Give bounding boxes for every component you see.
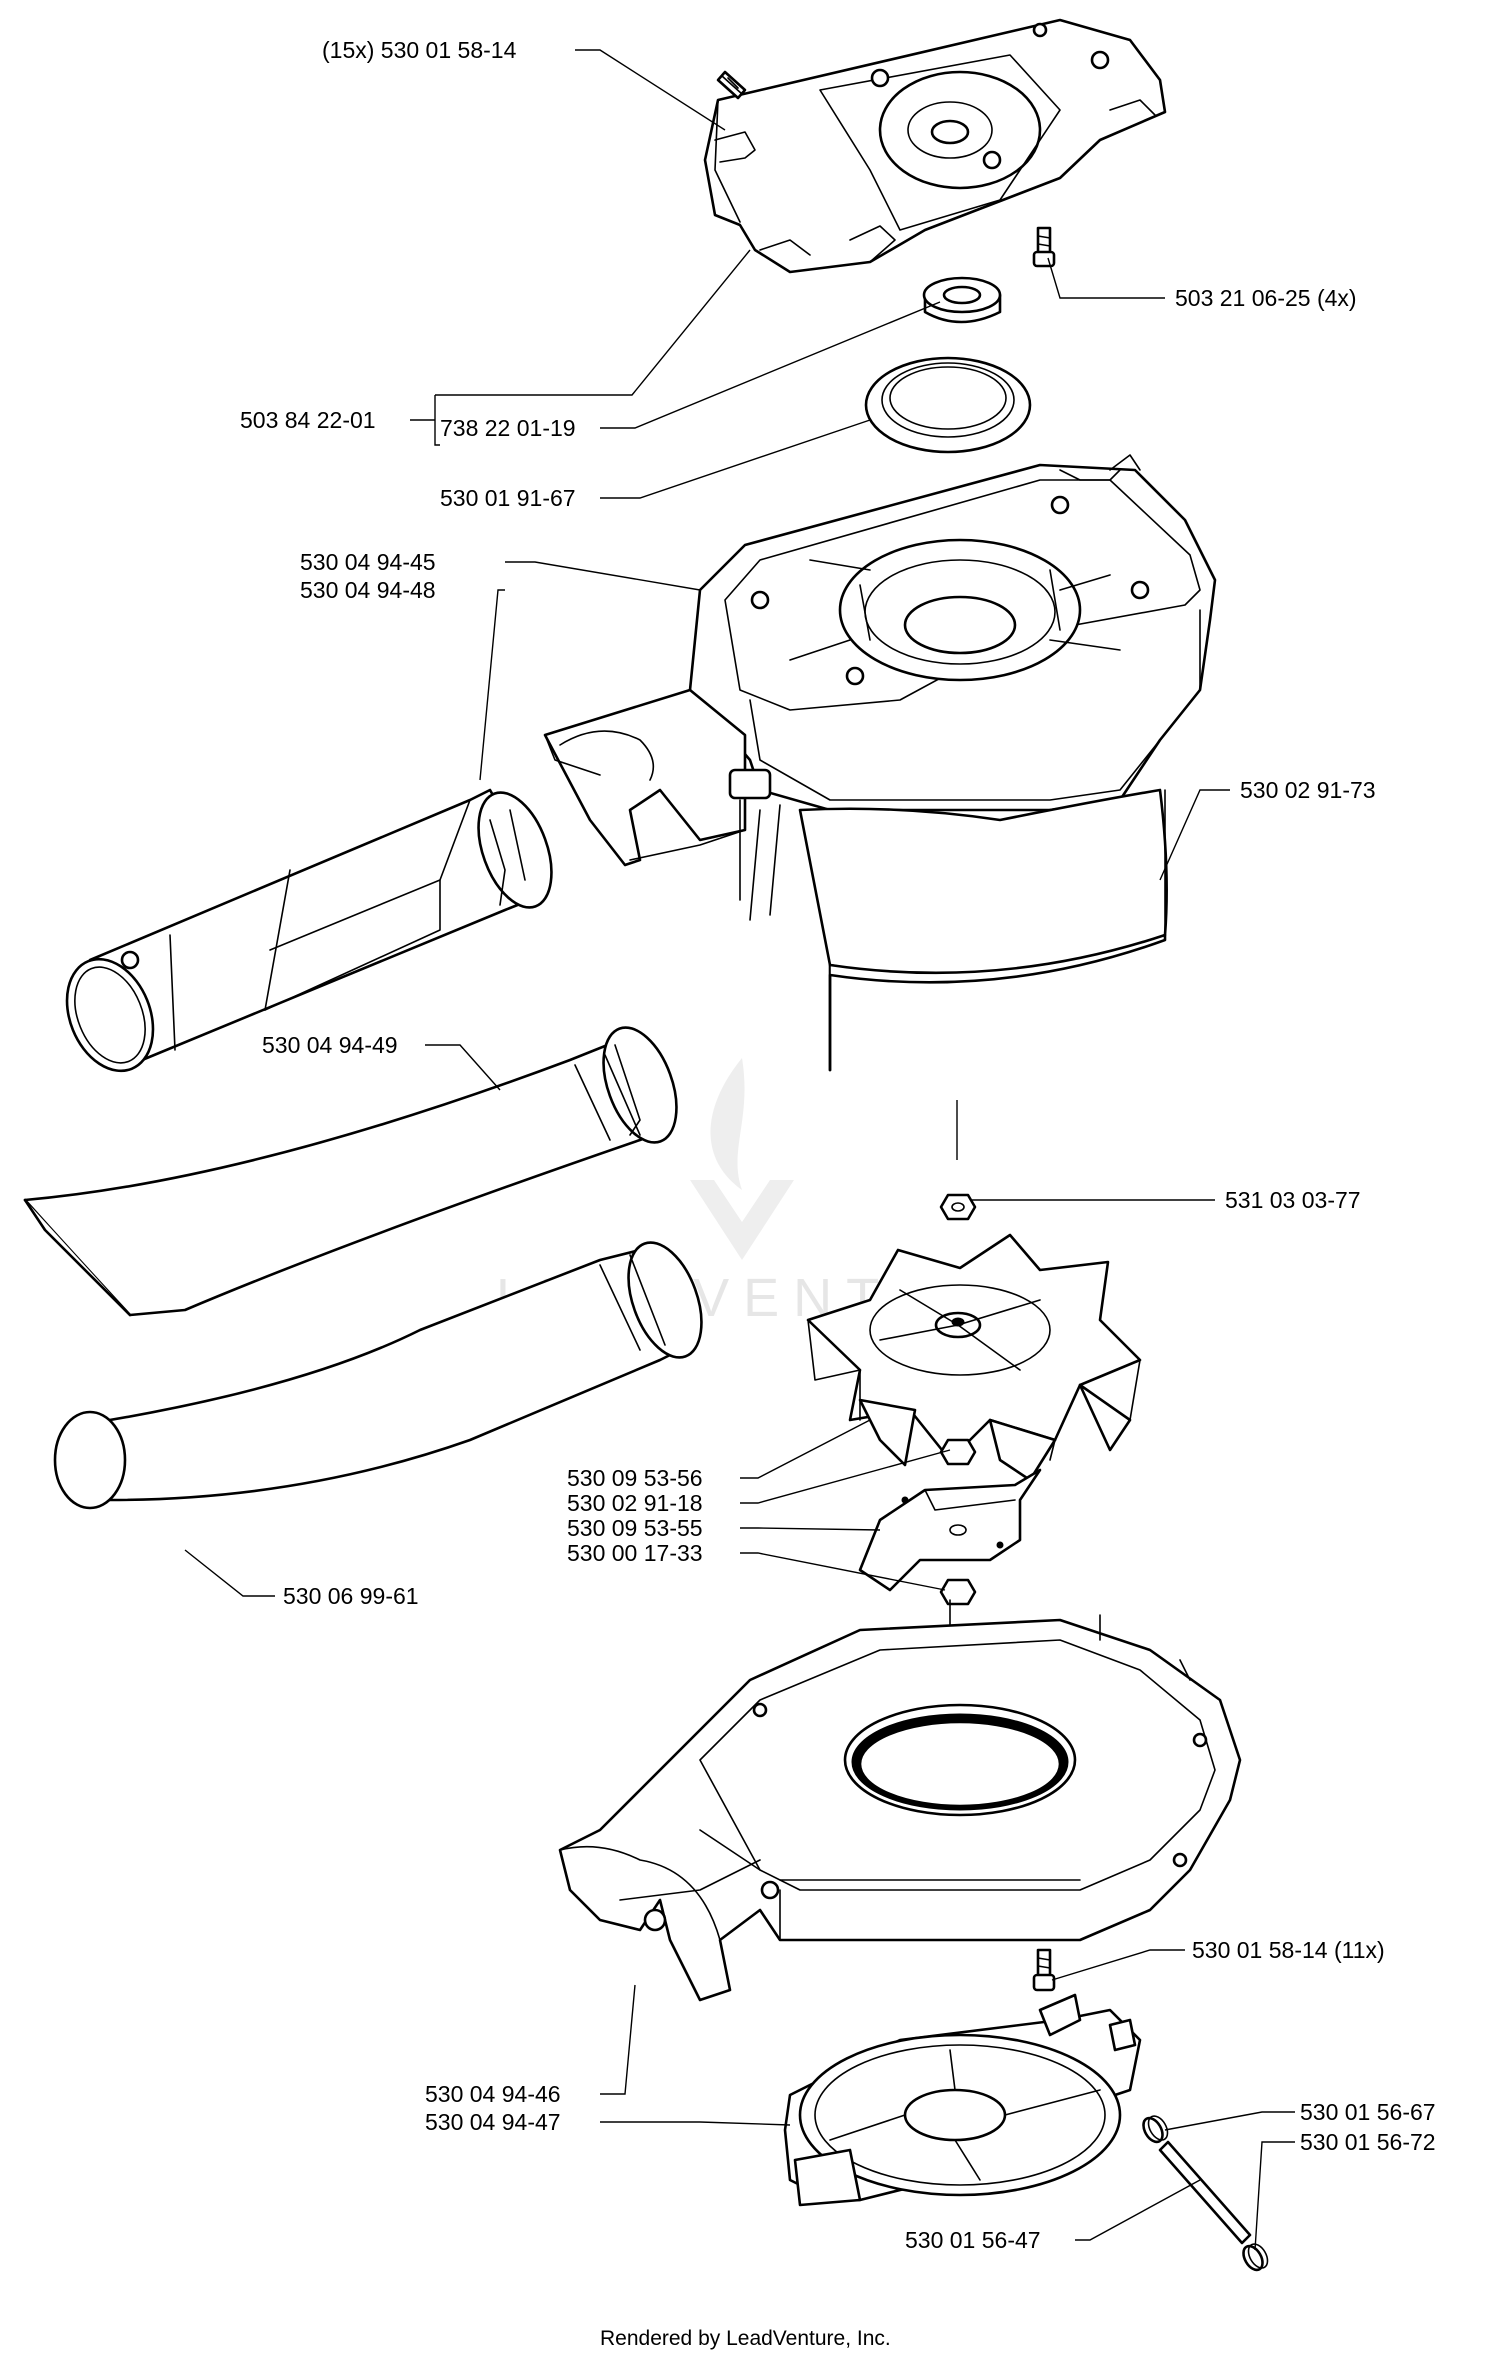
seal-ring (864, 356, 1032, 454)
label-blade-nut: 530 00 17-33 (567, 1540, 703, 1566)
label-round-nozzle: 530 06 99-61 (283, 1583, 419, 1609)
flat-nozzle (23, 1026, 678, 1317)
blower-tube (65, 788, 553, 1073)
leader-lines (184, 49, 1295, 2251)
label-impeller: 530 09 53-56 (567, 1465, 703, 1491)
spring (1142, 2115, 1169, 2144)
label-debris-shield: 530 02 91-73 (1240, 777, 1376, 803)
label-seal-ring: 530 01 91-67 (440, 485, 576, 511)
label-housing-lower-a: 530 04 94-46 (425, 2081, 561, 2107)
label-cover-screw: 503 21 06-25 (4x) (1175, 285, 1357, 311)
label-bearing: 738 22 01-19 (440, 415, 576, 441)
debris-shield (798, 788, 1168, 1072)
round-nozzle (53, 1241, 703, 1510)
label-housing-lower-b: 530 04 94-47 (425, 2109, 561, 2135)
label-housing-screw: 530 01 58-14 (11x) (1192, 1937, 1385, 1963)
label-bearing-kit: 503 84 22-01 (240, 407, 376, 433)
label-pin: 530 01 56-47 (905, 2227, 1041, 2253)
impeller-nut (939, 1193, 977, 1221)
shredder-blade (858, 1468, 1042, 1592)
credit-text: Rendered by LeadVenture, Inc. (600, 2327, 891, 2350)
impeller (806, 1233, 1142, 1482)
label-shredder-blade: 530 09 53-55 (567, 1515, 703, 1541)
label-blower-tube: 530 04 94-49 (262, 1032, 398, 1058)
callout-labels: (15x) 530 01 58-14 503 21 06-25 (4x) 503… (240, 37, 1436, 2253)
label-housing-upper-b: 530 04 94-48 (300, 577, 436, 603)
washer-nut (939, 1438, 977, 1466)
label-washer: 530 02 91-18 (567, 1490, 703, 1516)
label-pin-spring: 530 01 56-72 (1300, 2129, 1436, 2155)
top-cover (703, 18, 1167, 274)
bottom-cover (783, 1993, 1142, 2207)
lower-housing (558, 1599, 1242, 2002)
housing-screw (1032, 1948, 1056, 1992)
pin (1158, 2140, 1252, 2245)
label-impeller-nut: 531 03 03-77 (1225, 1187, 1361, 1213)
cover-screw (1032, 226, 1056, 268)
label-spring: 530 01 56-67 (1300, 2099, 1436, 2125)
label-housing-upper-a: 530 04 94-45 (300, 549, 436, 575)
top-screw (716, 70, 747, 100)
label-top-cover-screw: (15x) 530 01 58-14 (322, 37, 517, 63)
upper-housing (543, 454, 1217, 921)
pin-spring (1242, 2243, 1269, 2272)
blade-nut (939, 1578, 977, 1606)
bearing (922, 276, 1002, 324)
